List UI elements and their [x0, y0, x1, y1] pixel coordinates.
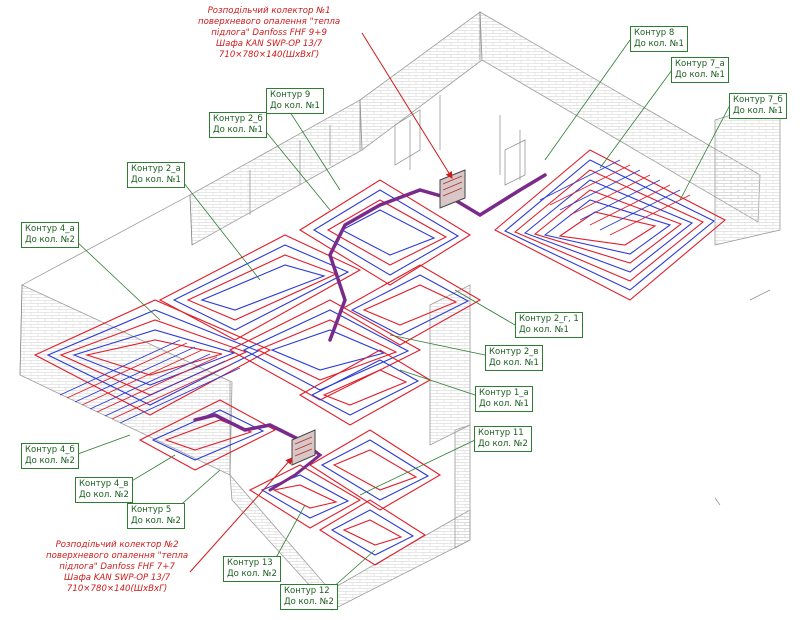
circuit-label-2b: Контур 2_б До кол. №1: [209, 112, 267, 138]
circuit-collector: До кол. №2: [131, 516, 181, 526]
circuit-name: Контур 5: [131, 505, 172, 515]
circuit-name: Контур 2_г, 1: [519, 314, 579, 324]
circuit-name: Контур 11: [478, 428, 524, 438]
collector-1-note-line: Розподільчий колектор №1: [207, 6, 331, 16]
collector-1-note: Розподільчий колектор №1 поверхневого оп…: [198, 6, 340, 61]
circuit-collector: До кол. №1: [733, 106, 783, 116]
collector-1-note-line: Шафа KAN SWP-OP 13/7: [215, 39, 323, 49]
circuit-name: Контур 8: [634, 28, 675, 38]
circuit-label-13: Контур 13 До кол. №2: [223, 556, 281, 582]
circuit-name: Контур 12: [284, 586, 330, 596]
circuit-name: Контур 4_б: [25, 445, 75, 455]
circuit-name: Контур 2_б: [213, 114, 263, 124]
wall-edges: [19, 12, 771, 506]
circuit-label-7a: Контур 7_а До кол. №1: [671, 57, 729, 83]
circuit-collector: До кол. №1: [675, 70, 725, 80]
collector-2-note-line: поверхневого опалення "тепла: [46, 551, 189, 561]
building-walls: [19, 11, 781, 612]
circuit-name: Контур 2_в: [489, 347, 539, 357]
circuit-name: Контур 13: [227, 558, 273, 568]
circuit-label-12: Контур 12 До кол. №2: [280, 584, 338, 610]
collector-2-note-line: Розподільчий колектор №2: [55, 540, 179, 550]
collector-1-note-line: 710×780×140(ШхВхГ): [218, 50, 320, 60]
circuit-name: Контур 4_в: [79, 479, 129, 489]
collector-2-note-line: підлога" Danfoss FHF 7+7: [59, 562, 175, 572]
circuit-collector: До кол. №1: [634, 39, 684, 49]
collector-2-note: Розподільчий колектор №2 поверхневого оп…: [46, 540, 188, 595]
circuit-collector: До кол. №1: [519, 325, 569, 335]
collector-2-cabinet: [291, 429, 316, 466]
feeder-pipes: [193, 173, 547, 492]
collector-1-note-line: підлога" Danfoss FHF 9+9: [211, 28, 327, 38]
collector-2-note-line: 710×780×140(ШхВхГ): [66, 584, 168, 594]
collector-2-arrow: [189, 457, 293, 573]
circuit-label-4b: Контур 4_б До кол. №2: [21, 443, 79, 469]
collector-1-cabinet: [439, 169, 466, 209]
circuit-collector: До кол. №2: [227, 569, 277, 579]
circuit-collector: До кол. №1: [479, 399, 529, 409]
circuit-label-4v: Контур 4_в До кол. №2: [75, 477, 133, 503]
circuit-name: Контур 9: [270, 90, 311, 100]
circuit-collector: До кол. №1: [131, 175, 181, 185]
circuit-label-2v: Контур 2_в До кол. №1: [485, 345, 543, 371]
circuit-label-8: Контур 8 До кол. №1: [630, 26, 688, 52]
circuit-collector: До кол. №2: [478, 439, 528, 449]
circuit-label-5: Контур 5 До кол. №2: [127, 503, 185, 529]
leader-lines: [74, 39, 731, 591]
circuit-name: Контур 1_а: [479, 388, 529, 398]
heating-zones: [33, 149, 726, 566]
circuit-collector: До кол. №1: [213, 125, 263, 135]
circuit-name: Контур 7_а: [675, 59, 725, 69]
circuit-label-1a: Контур 1_а До кол. №1: [475, 386, 533, 412]
circuit-collector: До кол. №1: [489, 358, 539, 368]
circuit-name: Контур 7_б: [733, 95, 783, 105]
circuit-name: Контур 2_а: [131, 164, 181, 174]
circuit-collector: До кол. №2: [25, 456, 75, 466]
circuit-collector: До кол. №2: [25, 235, 75, 245]
circuit-label-2a: Контур 2_а До кол. №1: [127, 162, 185, 188]
circuit-collector: До кол. №1: [270, 101, 320, 111]
circuit-label-2g: Контур 2_г, 1 До кол. №1: [515, 312, 583, 338]
collector-2-note-line: Шафа KAN SWP-OP 13/7: [63, 573, 171, 583]
collector-1-note-line: поверхневого опалення "тепла: [198, 17, 341, 27]
circuit-collector: До кол. №2: [79, 490, 129, 500]
circuit-label-11: Контур 11 До кол. №2: [474, 426, 532, 452]
circuit-label-4a: Контур 4_а До кол. №2: [21, 222, 79, 248]
circuit-label-7b: Контур 7_б До кол. №1: [729, 93, 787, 119]
circuit-label-9: Контур 9 До кол. №1: [266, 88, 324, 114]
collector-1-arrow: [361, 32, 453, 179]
circuit-name: Контур 4_а: [25, 224, 75, 234]
circuit-collector: До кол. №2: [284, 597, 334, 607]
